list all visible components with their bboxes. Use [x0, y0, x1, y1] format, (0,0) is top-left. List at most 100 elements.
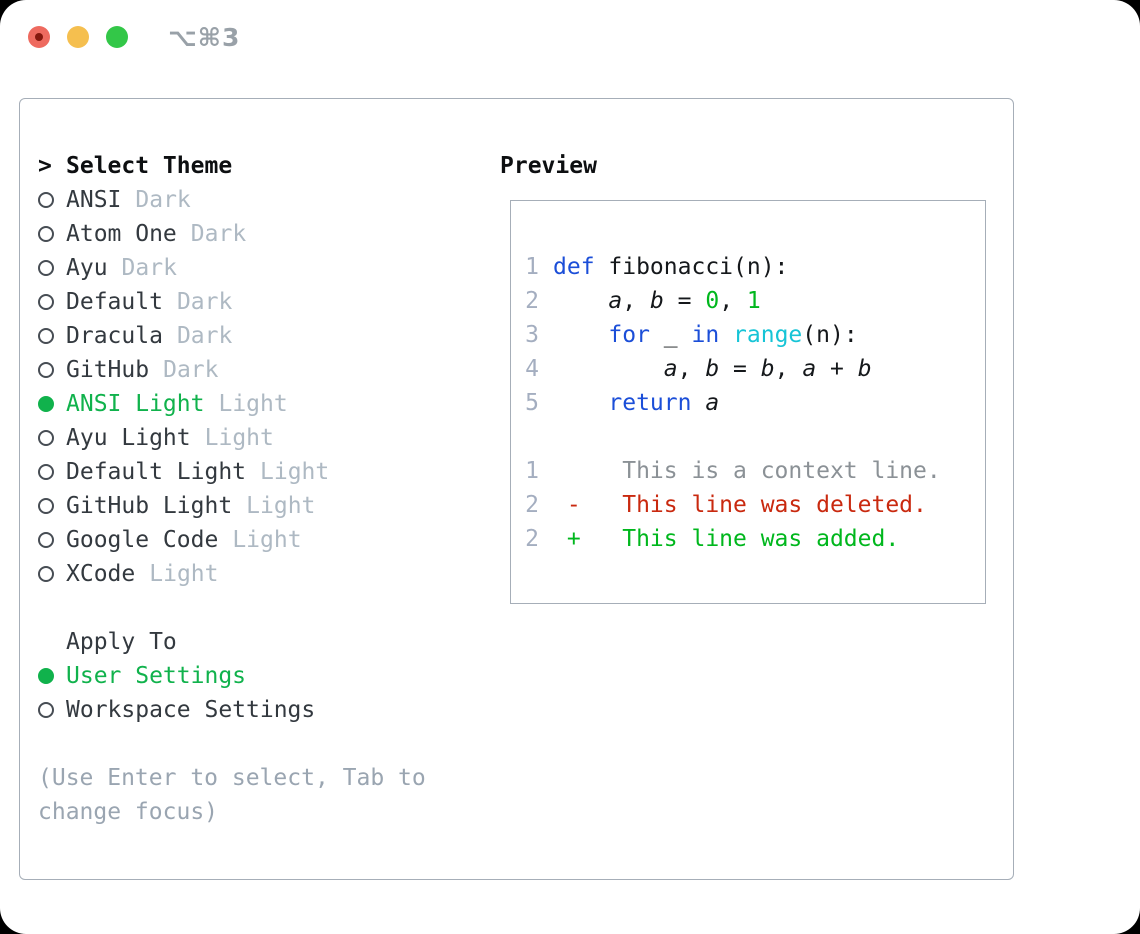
theme-option[interactable]: GitHub Dark [38, 353, 329, 387]
line-number: 1 [525, 254, 539, 280]
theme-name: Ayu Light [66, 425, 191, 451]
theme-variant-tag: Light [149, 561, 219, 587]
window-title: ⌥⌘3 [168, 22, 241, 52]
diff-line: 2 + This line was added. [525, 522, 985, 556]
zoom-button[interactable] [106, 26, 128, 48]
minimize-button[interactable] [67, 26, 89, 48]
diff-text: - This line was deleted. [553, 492, 927, 518]
radio-icon [38, 702, 54, 718]
code-token: = [663, 288, 706, 314]
radio-icon [38, 566, 54, 582]
theme-variant-tag: Light [218, 391, 288, 417]
code-token [691, 390, 705, 416]
radio-icon [38, 192, 54, 208]
radio-icon [38, 294, 54, 310]
theme-name: GitHub [66, 357, 150, 383]
apply-to-option[interactable]: Workspace Settings [38, 693, 315, 727]
theme-name: Default [66, 289, 163, 315]
code-token: 0 [705, 288, 720, 314]
code-token: b [760, 356, 775, 382]
theme-name: Google Code [66, 527, 219, 553]
code-text: return a [553, 390, 719, 416]
line-number: 2 [525, 492, 539, 518]
theme-option[interactable]: GitHub Light Light [38, 489, 329, 523]
theme-option[interactable]: ANSI Dark [38, 183, 329, 217]
code-token: fibonacci(n): [594, 254, 789, 280]
radio-icon [38, 328, 54, 344]
theme-variant-tag: Light [232, 527, 302, 553]
code-line: 2 a, b = 0, 1 [525, 284, 985, 318]
radio-selected-icon [38, 396, 54, 412]
theme-variant-tag: Dark [176, 289, 233, 315]
line-number: 2 [525, 288, 539, 314]
code-token: for [608, 322, 650, 348]
code-token: b [649, 288, 664, 314]
code-token: a [608, 288, 623, 314]
radio-selected-icon [38, 668, 54, 684]
theme-name: XCode [66, 561, 136, 587]
apply-to-label: User Settings [66, 663, 247, 689]
code-token: return [608, 390, 692, 416]
theme-variant-tag: Dark [190, 221, 247, 247]
radio-icon [38, 260, 54, 276]
radio-icon [38, 464, 54, 480]
code-token: , [677, 356, 706, 382]
code-token [553, 322, 608, 348]
line-number: 5 [525, 390, 539, 416]
theme-variant-tag: Light [260, 459, 330, 485]
apply-to-option[interactable]: User Settings [38, 659, 315, 693]
line-number: 4 [525, 356, 539, 382]
code-token: + [816, 356, 858, 382]
close-button[interactable] [28, 26, 50, 48]
code-token: 1 [746, 288, 761, 314]
diff-text: This is a context line. [553, 458, 941, 484]
diff-text: + This line was added. [553, 526, 900, 552]
theme-option[interactable]: Ayu Light Light [38, 421, 329, 455]
cursor-icon: > [38, 153, 52, 179]
code-line: 3 for _ in range(n): [525, 318, 985, 352]
radio-icon [38, 498, 54, 514]
select-theme-header: Select Theme [66, 153, 233, 179]
code-token: , [622, 288, 650, 314]
code-token: def [553, 254, 595, 280]
code-text: def fibonacci(n): [553, 254, 788, 280]
theme-name: GitHub Light [66, 493, 233, 519]
code-token: a [802, 356, 817, 382]
theme-option[interactable]: Default Dark [38, 285, 329, 319]
theme-variant-tag: Light [246, 493, 316, 519]
theme-name: Atom One [66, 221, 177, 247]
code-token: a [705, 390, 720, 416]
radio-icon [38, 362, 54, 378]
theme-option[interactable]: XCode Light [38, 557, 329, 591]
theme-name: ANSI [66, 187, 122, 213]
radio-icon [38, 430, 54, 446]
code-token: , [774, 356, 803, 382]
code-token [553, 356, 664, 382]
theme-variant-tag: Light [204, 425, 274, 451]
code-token: (n): [802, 322, 858, 348]
theme-variant-tag: Dark [163, 357, 219, 383]
theme-variant-tag: Dark [176, 323, 233, 349]
theme-option[interactable]: Atom One Dark [38, 217, 329, 251]
theme-variant-tag: Dark [135, 187, 191, 213]
code-text: a, b = 0, 1 [553, 288, 761, 314]
theme-name: Ayu [66, 255, 108, 281]
select-theme-header-row: > Select Theme [38, 149, 329, 183]
footer-hint: (Use Enter to select, Tab to change focu… [38, 765, 426, 825]
theme-option[interactable]: Google Code Light [38, 523, 329, 557]
preview-title: Preview [500, 153, 597, 179]
code-token [553, 390, 608, 416]
code-token: a [663, 356, 678, 382]
code-token [719, 322, 733, 348]
code-token: in [691, 322, 720, 348]
